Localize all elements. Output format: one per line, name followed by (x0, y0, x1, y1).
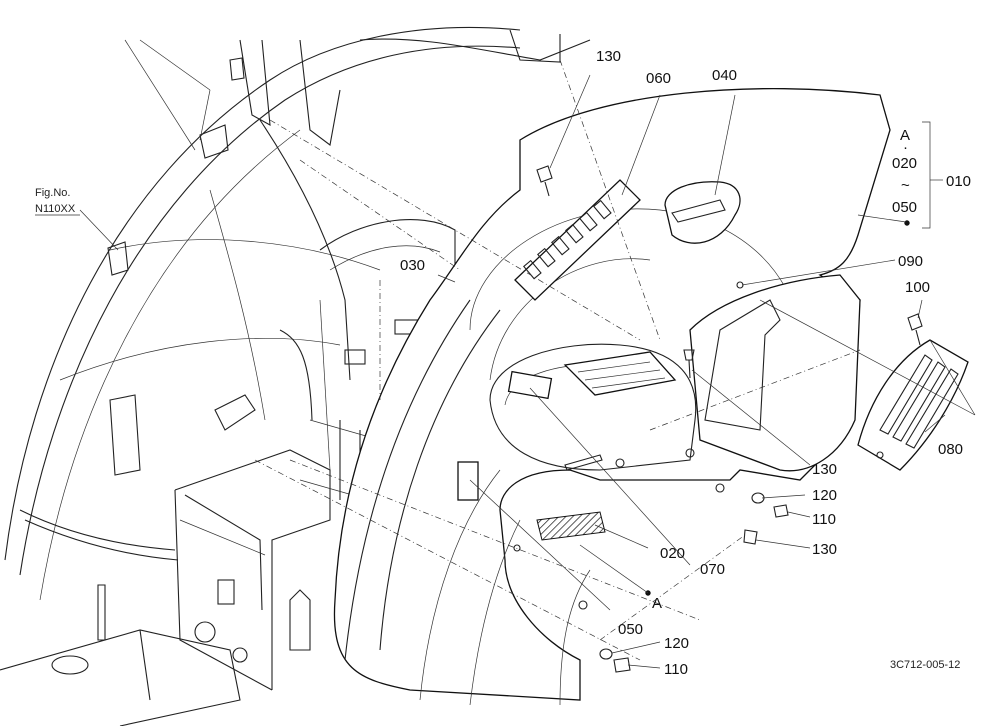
group-note: A · 020 ~ 050 010 (892, 127, 971, 216)
group-bracket (922, 121, 943, 229)
callout-130-top: 130 (596, 48, 621, 65)
assembly-centerlines (254, 59, 861, 661)
group-note-from: 020 (892, 155, 917, 172)
callout-100: 100 (905, 279, 930, 296)
figure-ref-line1: Fig.No. (35, 187, 70, 199)
group-note-to: 050 (892, 199, 917, 216)
callout-120-mid: 120 (812, 487, 837, 504)
group-note-tilde: ~ (901, 177, 910, 194)
group-note-a: A (900, 127, 910, 144)
callout-110-bottom: 110 (664, 661, 688, 678)
callout-080: 080 (938, 441, 963, 458)
callout-060: 060 (646, 70, 671, 87)
callout-120-bottom: 120 (664, 635, 689, 652)
group-note-dot: · (903, 139, 908, 156)
callout-020: 020 (660, 545, 685, 562)
callout-070: 070 (700, 561, 725, 578)
drawing-code: 3C712-005-12 (890, 659, 960, 671)
fasteners (536, 165, 923, 673)
group-note-ref: 010 (946, 173, 971, 190)
callout-040: 040 (712, 67, 737, 84)
callout-130-low: 130 (812, 541, 837, 558)
callout-labels: 130 060 040 030 090 100 080 130 120 110 … (400, 48, 963, 678)
callout-a: A (652, 595, 662, 612)
callout-030: 030 (400, 257, 425, 274)
leader-lines (79, 39, 976, 669)
callout-130-mid: 130 (812, 461, 837, 478)
callout-090: 090 (898, 253, 923, 270)
figure-ref-line2: N110XX (35, 203, 76, 215)
callout-050: 050 (618, 621, 643, 638)
callout-110-mid: 110 (812, 511, 836, 528)
figure-reference: Fig.No. N110XX (35, 187, 80, 216)
rear-guard-panel (689, 274, 861, 472)
fender-panel (333, 88, 891, 706)
